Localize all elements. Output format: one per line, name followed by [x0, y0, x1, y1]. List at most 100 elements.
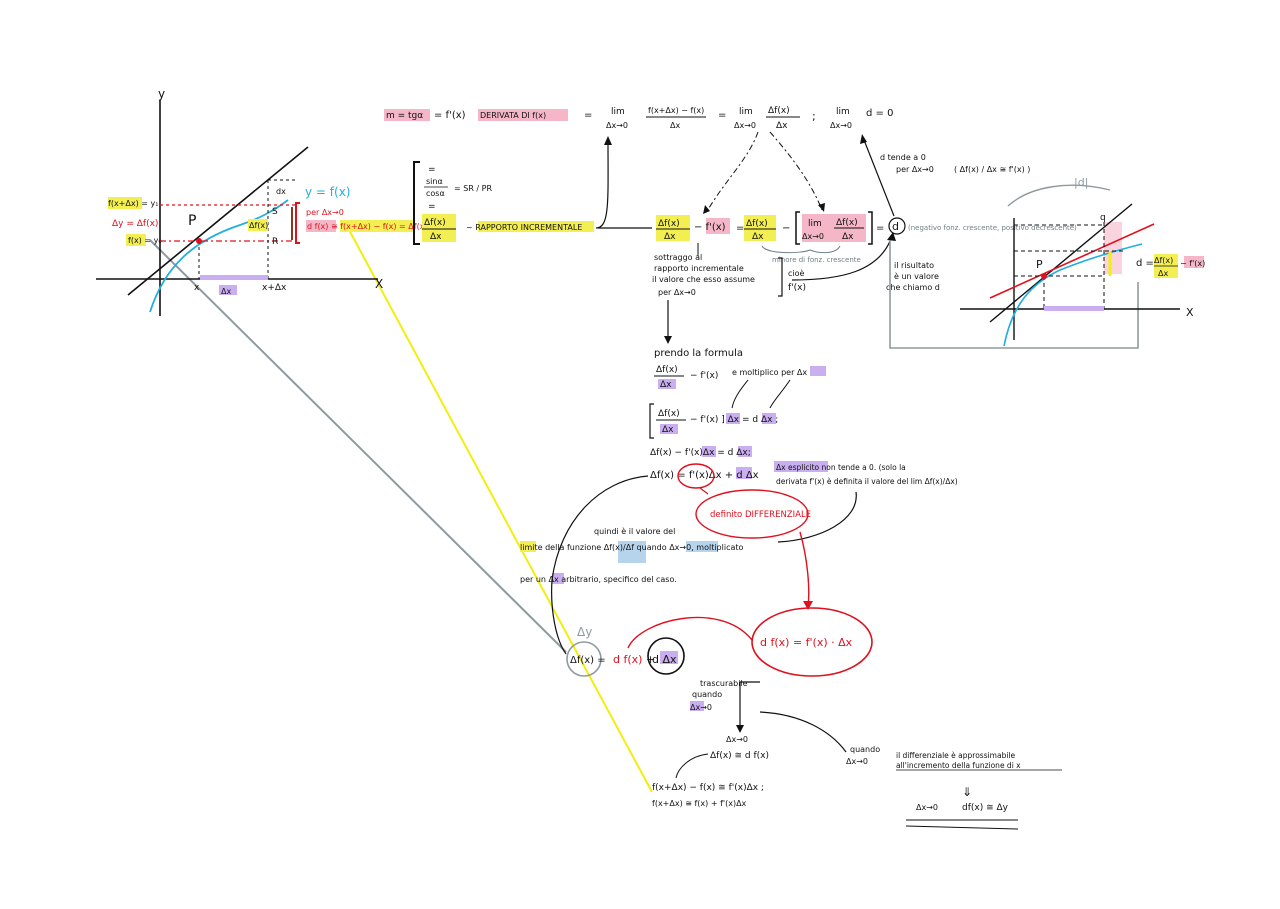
risultato-3: che chiamo d [886, 283, 940, 292]
final-eq-df: d f(x) [613, 653, 642, 666]
right-graph: |d| X P q d = Δf(x) Δx − f'(x) [889, 176, 1205, 349]
derivata-label: DERIVATA DI f(x) [480, 111, 546, 120]
f2-bracket [649, 403, 654, 439]
yellow-connector-line [347, 227, 653, 793]
final-df-hl [612, 651, 642, 665]
mid-frac2-num: Δf(x) [746, 219, 768, 229]
esplicito-1: Δx esplicito non tende a 0. (solo la [776, 463, 906, 472]
lim3-sub: Δx→0 [830, 121, 852, 130]
cioe: cioè [788, 268, 805, 278]
arrowhead-red-box [803, 601, 813, 610]
definito-link [699, 487, 709, 495]
f3-dx2-hl [738, 446, 752, 457]
dashdot-arrowhead-2 [818, 203, 825, 212]
arrowhead-alpha-up [860, 134, 867, 144]
approx-label-hl2 [340, 220, 414, 232]
f1-den-hl [658, 379, 676, 389]
mid-frac-den: Δx [664, 232, 676, 242]
function-curve [149, 199, 289, 313]
middle-row: Δf(x) Δx − f'(x) = Δf(x) Δx − lim Δx→0 Δ… [656, 211, 1077, 264]
right-q-label: q [1100, 213, 1106, 223]
right-alpha-eq: d = [1136, 258, 1154, 269]
sottraggo-bracket [778, 257, 783, 297]
m-highlight [384, 109, 430, 121]
right-alpha-num: Δf(x) [1154, 256, 1173, 265]
final-delta-circle [566, 641, 602, 677]
f2-rest: − f'(x) ] Δx = d Δx ; [690, 415, 778, 425]
frac1-num: f(x+Δx) − f(x) [648, 106, 704, 115]
moltiplico-label: e moltiplico per Δx [732, 368, 807, 377]
dashdot-arrowhead-1 [703, 205, 710, 214]
f2-dx2-hl [762, 413, 776, 424]
il-diff-2: all'incremento della funzione di x [896, 761, 1021, 770]
dashdot-arrow-left [705, 131, 759, 214]
eq2: = [584, 110, 592, 121]
left-y-axis-label: y [158, 87, 165, 101]
curve-arrow-f2b [769, 379, 791, 409]
f4-red-circle [677, 463, 715, 489]
f4-dx-hl [736, 467, 752, 479]
bracket-block: = sinα cosα = SR / PR = Δf(x) Δx ~ RAPPO… [413, 161, 594, 245]
quindi: quindi è il valore del [594, 526, 675, 536]
approx-label: d f(x) ≅ f(x+Δx) − f(x) = Δf(x) [307, 222, 428, 231]
right-alpha-fp-hl [1184, 256, 1204, 268]
right-gray-frame [889, 240, 1139, 349]
segment-r-label: R [272, 237, 278, 247]
right-red-line [989, 223, 1155, 299]
arrow-rapporto-to-lim [595, 139, 609, 229]
bracket-frac-hl [422, 214, 456, 242]
bottom-underline-2 [905, 825, 1019, 830]
point-p [196, 238, 202, 244]
approx-label-hl [306, 220, 336, 232]
f2-num: Δf(x) [658, 409, 680, 419]
alpha-sign-note: (negativo fonz. crescente, positivo decr… [908, 224, 1077, 232]
curve-label: y = f(x) [305, 185, 350, 199]
differenziale-box-text: d f(x) = f'(x) · Δx [760, 636, 853, 649]
arrowhead-risultato [887, 232, 896, 241]
right-p-label: P [1036, 258, 1043, 271]
rapporto-label: ~ RAPPORTO INCREMENTALE [466, 223, 582, 232]
alpha-tende: d tende a 0 [880, 153, 926, 162]
final-alpha-circle [647, 637, 685, 675]
sottraggo-2: rapporto incrementale [654, 264, 744, 273]
limite-dx-hl [686, 541, 718, 552]
frac2-num: Δf(x) [768, 106, 790, 116]
sottraggo-4: per Δx→0 [658, 288, 696, 297]
y1-label-hl [108, 197, 142, 209]
f1-den: Δx [660, 380, 672, 390]
dashdot-arrow-right [769, 131, 823, 211]
left-x-axis-label: X [375, 277, 383, 291]
m-label: m = tgα [386, 111, 423, 121]
bottom-eq: df(x) ≅ Δy [962, 803, 1009, 813]
il-diff-1: il differenziale è approssimabile [896, 751, 1016, 760]
esplicito-2: derivata f'(x) è definita il valore del … [776, 477, 958, 486]
final-eq-left: Δf(x) = [570, 655, 606, 666]
arrowhead-lim [604, 136, 612, 145]
right-cyan-curve [1003, 243, 1143, 347]
per-un: per un Δx arbitrario, specifico del caso… [520, 575, 677, 584]
per-dx0-label: per Δx→0 [306, 208, 344, 217]
f1-num: Δf(x) [656, 365, 678, 375]
right-gray-curve [1007, 184, 1111, 207]
sin-num: sinα [426, 177, 443, 186]
mid-lim-den: Δx [842, 232, 854, 242]
left-graph: y X P x x+Δx Δx f(x+Δx) = y₁ Δy = Δf(x) … [96, 87, 428, 316]
trascurabile-2: quando [692, 690, 722, 699]
arrow-risultato [791, 235, 893, 281]
limite-frac-hl [618, 541, 646, 563]
mid-lim-sub: Δx→0 [802, 232, 824, 241]
mid-lim-bracket [795, 211, 873, 245]
differenziale-ellipse [751, 607, 873, 677]
mid-frac-hl [656, 215, 690, 241]
rapporto-hl [478, 221, 594, 232]
eq-fprime: = f'(x) [434, 110, 466, 121]
delta-x-label: Δx [221, 287, 231, 296]
frac1-den: Δx [670, 121, 680, 130]
definito-label: definito DIFFERENZIALE [710, 510, 811, 520]
top-formula: m = tgα = f'(x) DERIVATA DI f(x) = lim Δ… [384, 106, 893, 131]
limite-hl [520, 541, 536, 552]
bracket-eq1: = [428, 165, 436, 175]
arrow-f4-to-final [551, 475, 649, 655]
derivata-highlight [478, 109, 568, 121]
